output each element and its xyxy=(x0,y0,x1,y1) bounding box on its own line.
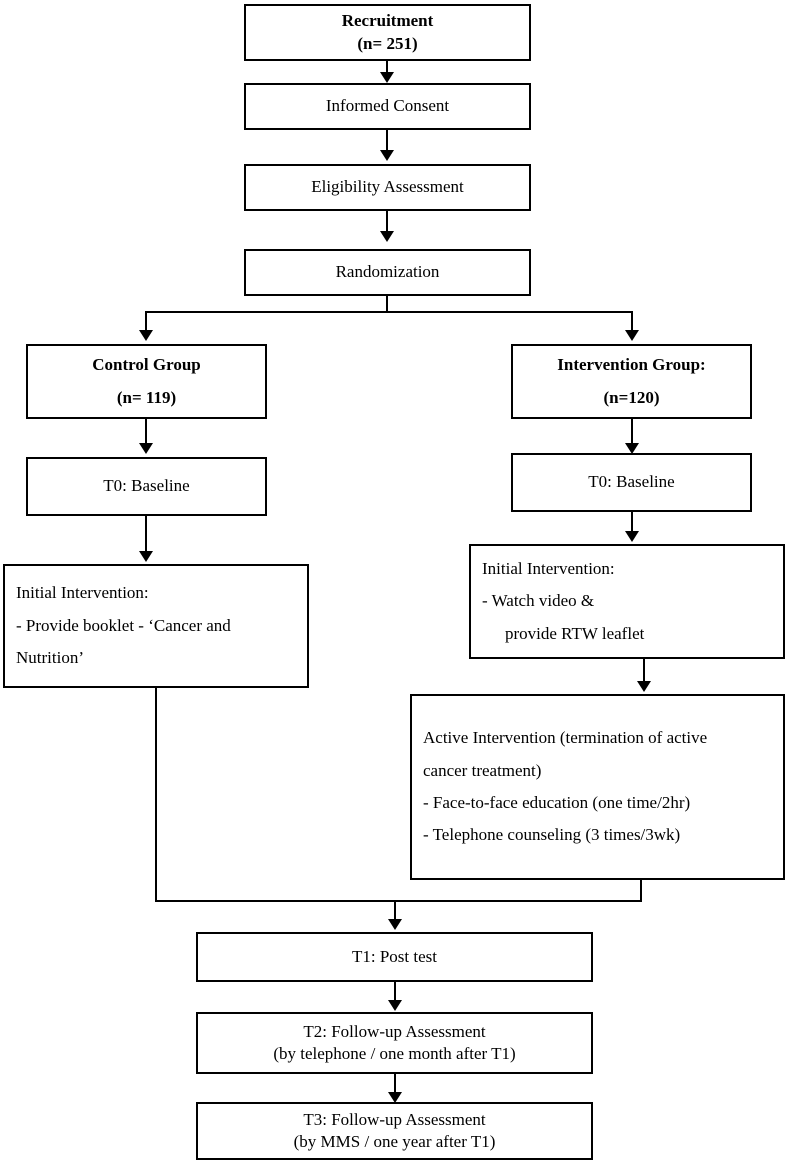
intervention-group-title: Intervention Group: xyxy=(557,355,706,375)
eligibility-label: Eligibility Assessment xyxy=(311,177,464,197)
connector-initial-to-active xyxy=(643,659,645,683)
connector-t1-to-t2 xyxy=(394,982,396,1003)
node-eligibility-assessment: Eligibility Assessment xyxy=(244,164,531,211)
node-informed-consent: Informed Consent xyxy=(244,83,531,130)
active-intervention-line-2: cancer treatment) xyxy=(423,760,542,780)
recruitment-count: (n= 251) xyxy=(357,33,418,53)
connector-t2-to-t3 xyxy=(394,1074,396,1095)
intervention-initial-line-3: provide RTW leaflet xyxy=(505,623,645,643)
t3-line-2: (by MMS / one year after T1) xyxy=(293,1132,496,1151)
t3-line-1: T3: Follow-up Assessment xyxy=(303,1109,486,1129)
node-randomization: Randomization xyxy=(244,249,531,296)
connector-intervention-branch-down xyxy=(640,880,642,902)
node-intervention-initial-intervention: Initial Intervention: - Watch video & pr… xyxy=(469,544,785,659)
node-recruitment: Recruitment (n= 251) xyxy=(244,4,531,61)
control-initial-line-2: - Provide booklet - ‘Cancer and xyxy=(16,615,231,635)
randomization-label: Randomization xyxy=(335,262,440,282)
connector-intervention-group-to-baseline xyxy=(631,419,633,445)
connector-control-baseline-to-initial xyxy=(145,516,147,553)
control-baseline-label: T0: Baseline xyxy=(103,476,190,496)
t2-line-1: T2: Follow-up Assessment xyxy=(303,1021,486,1041)
arrowhead-icon xyxy=(637,681,651,692)
informed-consent-label: Informed Consent xyxy=(325,96,450,116)
active-intervention-line-4: - Telephone counseling (3 times/3wk) xyxy=(423,825,681,845)
connector-randomization-stub xyxy=(386,296,388,312)
arrowhead-icon xyxy=(380,72,394,83)
arrowhead-icon xyxy=(139,443,153,454)
connector-intervention-baseline-to-initial xyxy=(631,512,633,533)
node-active-intervention: Active Intervention (termination of acti… xyxy=(410,694,785,880)
node-intervention-group: Intervention Group: (n=120) xyxy=(511,344,752,419)
arrowhead-icon xyxy=(139,330,153,341)
arrowhead-icon xyxy=(380,231,394,242)
node-t1-post-test: T1: Post test xyxy=(196,932,593,982)
arrowhead-icon xyxy=(388,1000,402,1011)
connector-recruitment-to-consent xyxy=(386,61,388,77)
intervention-group-count: (n=120) xyxy=(603,387,660,407)
active-intervention-line-3: - Face-to-face education (one time/2hr) xyxy=(423,793,691,812)
node-t3-followup: T3: Follow-up Assessment (by MMS / one y… xyxy=(196,1102,593,1160)
connector-split-left-drop xyxy=(145,311,147,332)
t2-line-2: (by telephone / one month after T1) xyxy=(273,1044,516,1063)
recruitment-title: Recruitment xyxy=(341,11,434,31)
arrowhead-icon xyxy=(625,443,639,454)
arrowhead-icon xyxy=(388,1092,402,1103)
connector-merge-to-t1 xyxy=(394,900,396,921)
control-group-count: (n= 119) xyxy=(116,387,177,407)
arrowhead-icon xyxy=(625,531,639,542)
arrowhead-icon xyxy=(380,150,394,161)
node-intervention-baseline: T0: Baseline xyxy=(511,453,752,512)
connector-eligibility-to-randomization xyxy=(386,211,388,234)
intervention-initial-line-1: Initial Intervention: xyxy=(482,558,615,578)
connector-merge-bar xyxy=(155,900,642,902)
arrowhead-icon xyxy=(139,551,153,562)
connector-control-group-to-baseline xyxy=(145,419,147,445)
node-t2-followup: T2: Follow-up Assessment (by telephone /… xyxy=(196,1012,593,1074)
node-control-baseline: T0: Baseline xyxy=(26,457,267,516)
t1-label: T1: Post test xyxy=(351,946,437,966)
control-initial-line-1: Initial Intervention: xyxy=(16,583,149,603)
intervention-baseline-label: T0: Baseline xyxy=(588,472,675,492)
connector-consent-to-eligibility xyxy=(386,130,388,153)
arrowhead-icon xyxy=(625,330,639,341)
arrowhead-icon xyxy=(388,919,402,930)
connector-randomization-split-bar xyxy=(145,311,633,313)
node-control-group: Control Group (n= 119) xyxy=(26,344,267,419)
control-initial-line-3: Nutrition’ xyxy=(16,648,84,668)
connector-split-right-drop xyxy=(631,311,633,332)
control-group-title: Control Group xyxy=(92,355,201,375)
active-intervention-line-1: Active Intervention (termination of acti… xyxy=(423,728,708,748)
connector-control-branch-down xyxy=(155,688,157,902)
intervention-initial-line-2: - Watch video & xyxy=(482,591,595,611)
node-control-initial-intervention: Initial Intervention: - Provide booklet … xyxy=(3,564,309,688)
